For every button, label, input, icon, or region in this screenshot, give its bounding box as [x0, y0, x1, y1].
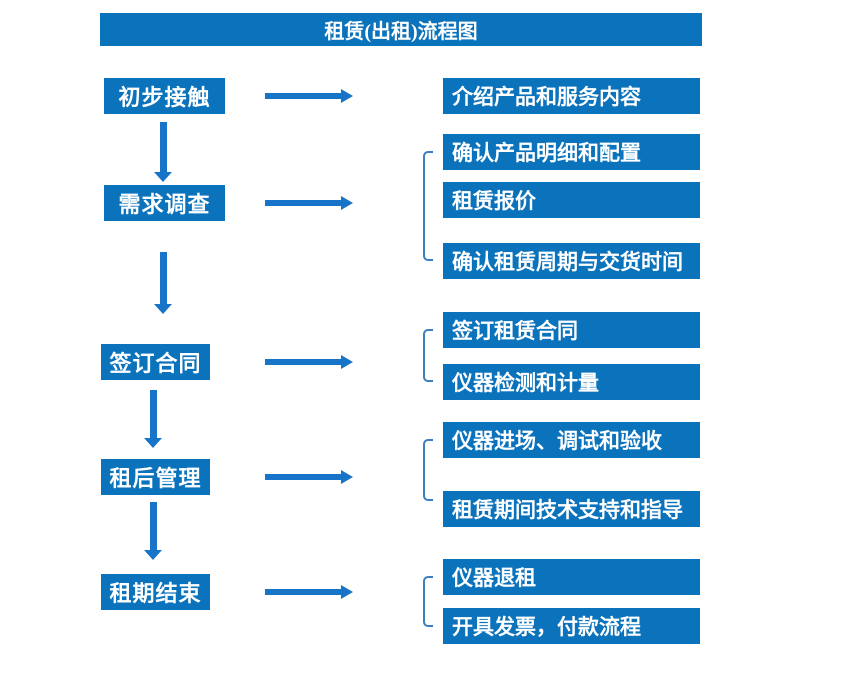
output-box-sign-rental-contract: 签订租赁合同	[443, 312, 700, 348]
group-bracket-post-rental-management	[423, 439, 433, 501]
arrow-shaft	[149, 502, 157, 550]
arrow-shaft	[265, 93, 341, 99]
output-box-instrument-arrival-debug-acceptance: 仪器进场、调试和验收	[443, 422, 700, 458]
step-box-sign-contract: 签订合同	[101, 344, 210, 380]
output-box-introduce-product-services: 介绍产品和服务内容	[443, 78, 700, 114]
output-box-rental-tech-support: 租赁期间技术支持和指导	[443, 491, 700, 527]
arrow-head-icon	[341, 196, 353, 210]
arrow-shaft	[265, 359, 341, 365]
flowchart-title: 租赁(出租)流程图	[100, 13, 702, 46]
group-bracket-sign-contract	[423, 329, 433, 382]
arrow-shaft	[159, 252, 167, 304]
arrow-shaft	[149, 390, 157, 438]
step-box-rental-period-end: 租期结束	[101, 574, 210, 610]
arrow-right-2	[265, 196, 353, 210]
arrow-right-5	[265, 585, 353, 599]
arrow-shaft	[159, 122, 167, 172]
step-box-initial-contact: 初步接触	[104, 78, 225, 114]
arrow-right-3	[265, 355, 353, 369]
arrow-down-2	[154, 252, 172, 314]
group-bracket-rental-period-end	[423, 576, 433, 627]
arrow-right-4	[265, 470, 353, 484]
output-box-rental-quote: 租赁报价	[443, 182, 700, 218]
arrow-head-icon	[154, 172, 172, 182]
step-box-post-rental-management: 租后管理	[101, 459, 210, 495]
arrow-right-1	[265, 89, 353, 103]
output-box-instrument-return: 仪器退租	[443, 559, 700, 595]
arrow-down-1	[154, 122, 172, 182]
arrow-head-icon	[341, 355, 353, 369]
output-box-instrument-inspection-calibration: 仪器检测和计量	[443, 364, 700, 400]
arrow-head-icon	[341, 89, 353, 103]
arrow-shaft	[265, 589, 341, 595]
arrow-head-icon	[144, 550, 162, 560]
arrow-head-icon	[341, 585, 353, 599]
step-box-demand-survey: 需求调查	[104, 185, 225, 221]
arrow-head-icon	[341, 470, 353, 484]
arrow-shaft	[265, 474, 341, 480]
arrow-head-icon	[154, 304, 172, 314]
arrow-down-3	[144, 390, 162, 448]
arrow-head-icon	[144, 438, 162, 448]
output-box-confirm-product-details: 确认产品明细和配置	[443, 134, 700, 170]
arrow-down-4	[144, 502, 162, 560]
output-box-confirm-rental-period-delivery: 确认租赁周期与交货时间	[443, 243, 700, 279]
output-box-invoice-payment: 开具发票，付款流程	[443, 608, 700, 644]
group-bracket-demand-survey	[423, 151, 433, 261]
arrow-shaft	[265, 200, 341, 206]
